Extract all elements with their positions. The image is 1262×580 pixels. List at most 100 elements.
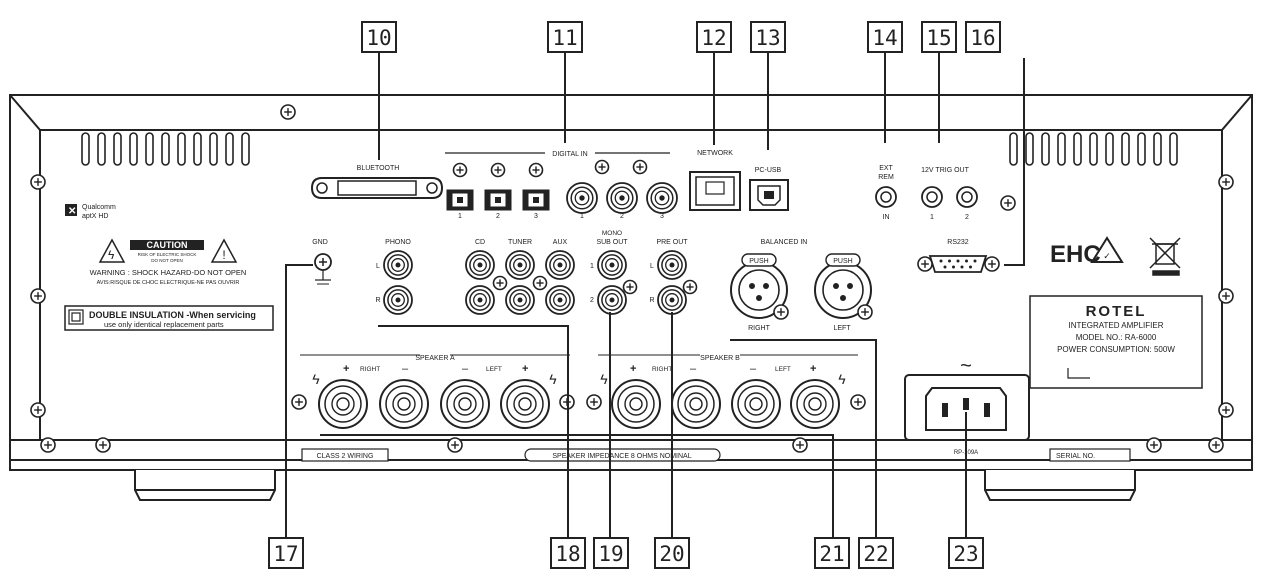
gnd-label: GND [312,239,328,246]
screw-icon [1218,402,1234,418]
a-minus-2: – [462,363,469,375]
digital-2b-label: 2 [620,213,624,220]
screw-icon [291,394,307,410]
vent-slots-right [1009,132,1178,166]
serial-text: SERIAL NO. [1056,453,1095,460]
ext-in-label: IN [883,214,890,221]
rs232-port: RS232 [917,239,1000,273]
callout-19: 19 [593,537,629,569]
screw-icon [532,275,548,291]
qualcomm-text: Qualcomm [82,204,116,211]
feet [134,470,1136,501]
sub-2-label: 2 [590,297,594,304]
callout-number: 21 [819,542,844,566]
pc-usb-label: PC-USB [755,167,782,174]
callout-16: 16 [965,21,1001,53]
phono-r-label: R [375,297,380,304]
callout-number: 11 [552,26,577,50]
rca-jack [383,250,413,280]
serial-plate: SERIAL NO. [1049,448,1131,462]
vent-slot [1057,132,1066,166]
optical-input-port [522,189,550,211]
qualcomm-logo: ✕ Qualcomm aptX HD [65,204,116,220]
b-minus-1: – [690,363,697,375]
ac-symbol: ~ [960,355,972,377]
screw-icon [857,304,873,320]
screw-icon [622,279,638,295]
rca-jack [606,182,638,214]
vent-slots-left [81,132,250,166]
b-right-label: RIGHT [652,366,672,373]
tuner-label: TUNER [508,239,532,246]
screw-icon [1000,195,1016,211]
model-text: MODEL NO.: RA-6000 [1076,333,1157,342]
callout-14: 14 [867,21,903,53]
screw-icon [492,275,508,291]
xlr-jack: PUSH [730,253,789,320]
callout-number: 15 [926,26,951,50]
optical-input-port [446,189,474,211]
vent-slot [177,132,186,166]
aux-label: AUX [553,239,568,246]
callout-number: 10 [366,26,391,50]
balanced-in-label: BALANCED IN [761,239,808,246]
pre-l-label: L [650,263,654,270]
b-left-label: LEFT [775,366,791,373]
callout-23: 23 [948,537,984,569]
rca-jack [505,250,535,280]
callout-11: 11 [547,21,583,53]
rca-jack [465,285,495,315]
screw-icon [30,174,46,190]
rcm-icon [1090,236,1124,263]
rca-jack [657,250,687,280]
callout-10: 10 [361,21,397,53]
a-minus-1: – [402,363,409,375]
caution-sub2: DO NOT OPEN [151,258,182,263]
double-insulation-text: DOUBLE INSULATION -When servicing [89,310,256,320]
push-label: PUSH [749,258,768,265]
vent-slot [1105,132,1114,166]
ground-terminal: GND [312,239,332,285]
rca-jack [566,182,598,214]
rca-jack [465,250,495,280]
vent-slot [1025,132,1034,166]
vent-slot [129,132,138,166]
rca-jack [646,182,678,214]
screw-icon [490,162,506,178]
rs232-label: RS232 [947,239,969,246]
a-plus-1: + [343,363,349,375]
speaker-binding-post [440,379,490,429]
screw-icon [586,394,602,410]
double-insulation-text2: use only identical replacement parts [104,320,224,329]
callout-number: 19 [598,542,623,566]
speaker-terminals [318,379,840,429]
xlr-right-label: RIGHT [748,325,771,332]
screw-icon [632,159,648,175]
screw-icon [447,437,463,453]
speaker-binding-post [790,379,840,429]
a-plus-2: + [522,363,528,375]
callout-17: 17 [268,537,304,569]
callout-12: 12 [696,21,732,53]
digital-3a-label: 3 [534,213,538,220]
vent-slot [145,132,154,166]
double-square-icon [68,309,84,325]
a-left-label: LEFT [486,366,502,373]
network-label: NETWORK [697,150,733,157]
power-text: POWER CONSUMPTION: 500W [1057,345,1175,354]
lightning-icon: ϟ [549,371,557,387]
b-minus-2: – [750,363,757,375]
vent-slot [161,132,170,166]
screw-icon [95,437,111,453]
callout-number: 20 [659,542,684,566]
avis-text: AVIS:RISQUE DE CHOC ELECTRIQUE-NE PAS OU… [97,280,240,286]
callout-22: 22 [858,537,894,569]
rca-jack [545,250,575,280]
sub-1-label: 1 [590,263,594,270]
vent-slot [113,132,122,166]
speaker-labels: SPEAKER A SPEAKER B + RIGHT – – LEFT + +… [300,354,858,375]
screw-icon [1218,174,1234,190]
vent-slot [1169,132,1178,166]
